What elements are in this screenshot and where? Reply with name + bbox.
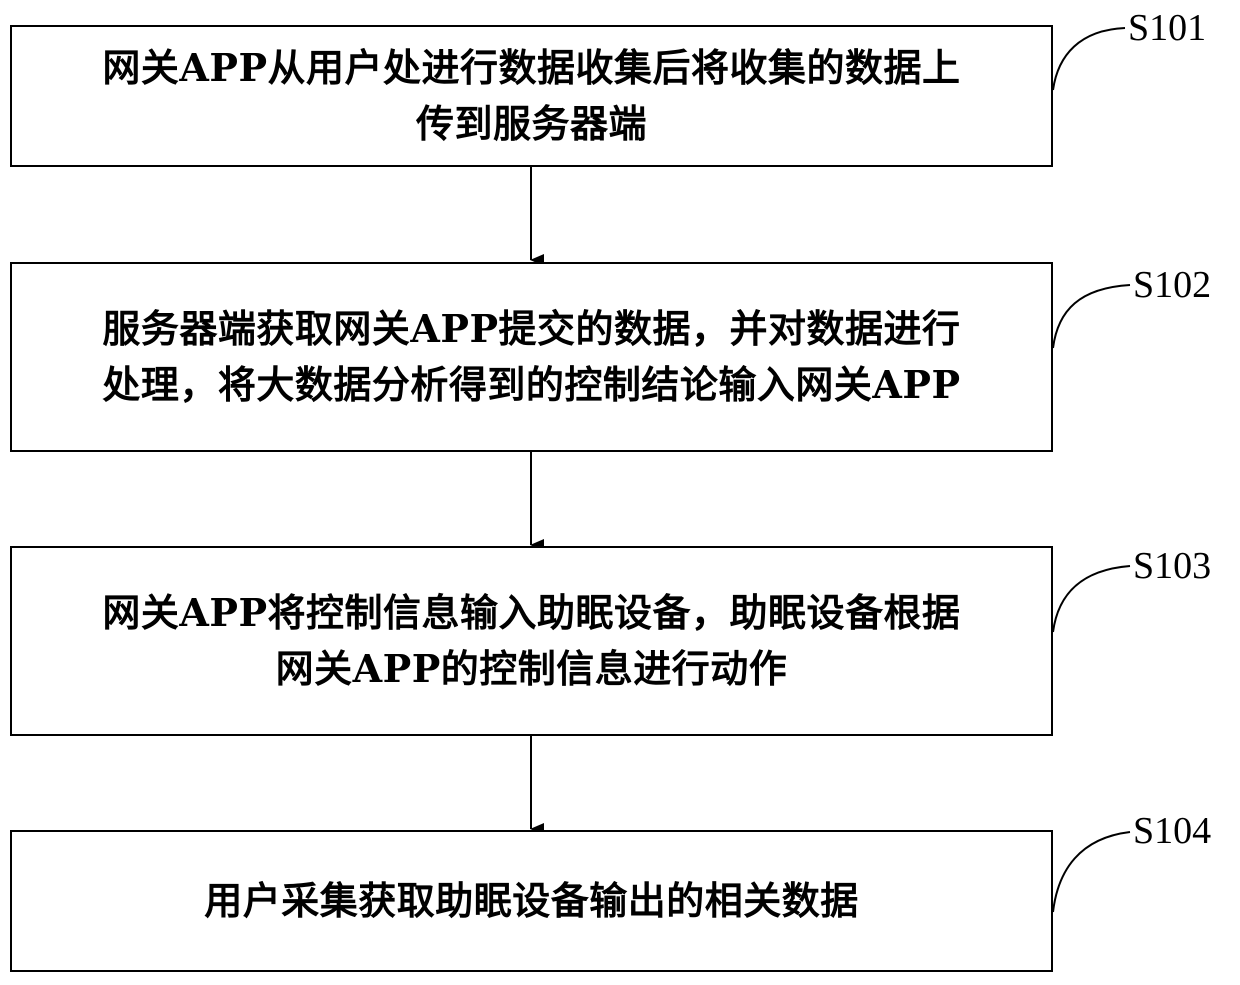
- step-label-s102: S102: [1133, 265, 1211, 305]
- step-text-s104: 用户采集获取助眠设备输出的相关数据: [196, 873, 867, 929]
- step-line: 网关APP从用户处进行数据收集后将收集的数据上: [102, 40, 960, 96]
- leader-curve-s103: [1053, 566, 1130, 632]
- step-text-s101: 网关APP从用户处进行数据收集后将收集的数据上 传到服务器端: [94, 40, 968, 152]
- step-line: 处理，将大数据分析得到的控制结论输入网关APP: [102, 357, 960, 413]
- leader-curve-s104: [1053, 832, 1130, 912]
- step-box-s101: 网关APP从用户处进行数据收集后将收集的数据上 传到服务器端: [10, 25, 1053, 167]
- step-label-s104: S104: [1133, 811, 1211, 851]
- step-text-s103: 网关APP将控制信息输入助眠设备，助眠设备根据 网关APP的控制信息进行动作: [94, 585, 968, 697]
- leader-curve-s101: [1053, 28, 1125, 90]
- step-text-s102: 服务器端获取网关APP提交的数据，并对数据进行 处理，将大数据分析得到的控制结论…: [94, 301, 968, 413]
- step-line: 服务器端获取网关APP提交的数据，并对数据进行: [102, 301, 960, 357]
- step-label-s103: S103: [1133, 546, 1211, 586]
- step-line: 网关APP将控制信息输入助眠设备，助眠设备根据: [102, 585, 960, 641]
- leader-curve-s102: [1053, 285, 1130, 348]
- step-line: 网关APP的控制信息进行动作: [102, 641, 960, 697]
- step-box-s102: 服务器端获取网关APP提交的数据，并对数据进行 处理，将大数据分析得到的控制结论…: [10, 262, 1053, 452]
- step-box-s103: 网关APP将控制信息输入助眠设备，助眠设备根据 网关APP的控制信息进行动作: [10, 546, 1053, 736]
- step-box-s104: 用户采集获取助眠设备输出的相关数据: [10, 830, 1053, 972]
- step-label-s101: S101: [1128, 8, 1206, 48]
- step-line: 用户采集获取助眠设备输出的相关数据: [204, 873, 859, 929]
- step-line: 传到服务器端: [102, 96, 960, 152]
